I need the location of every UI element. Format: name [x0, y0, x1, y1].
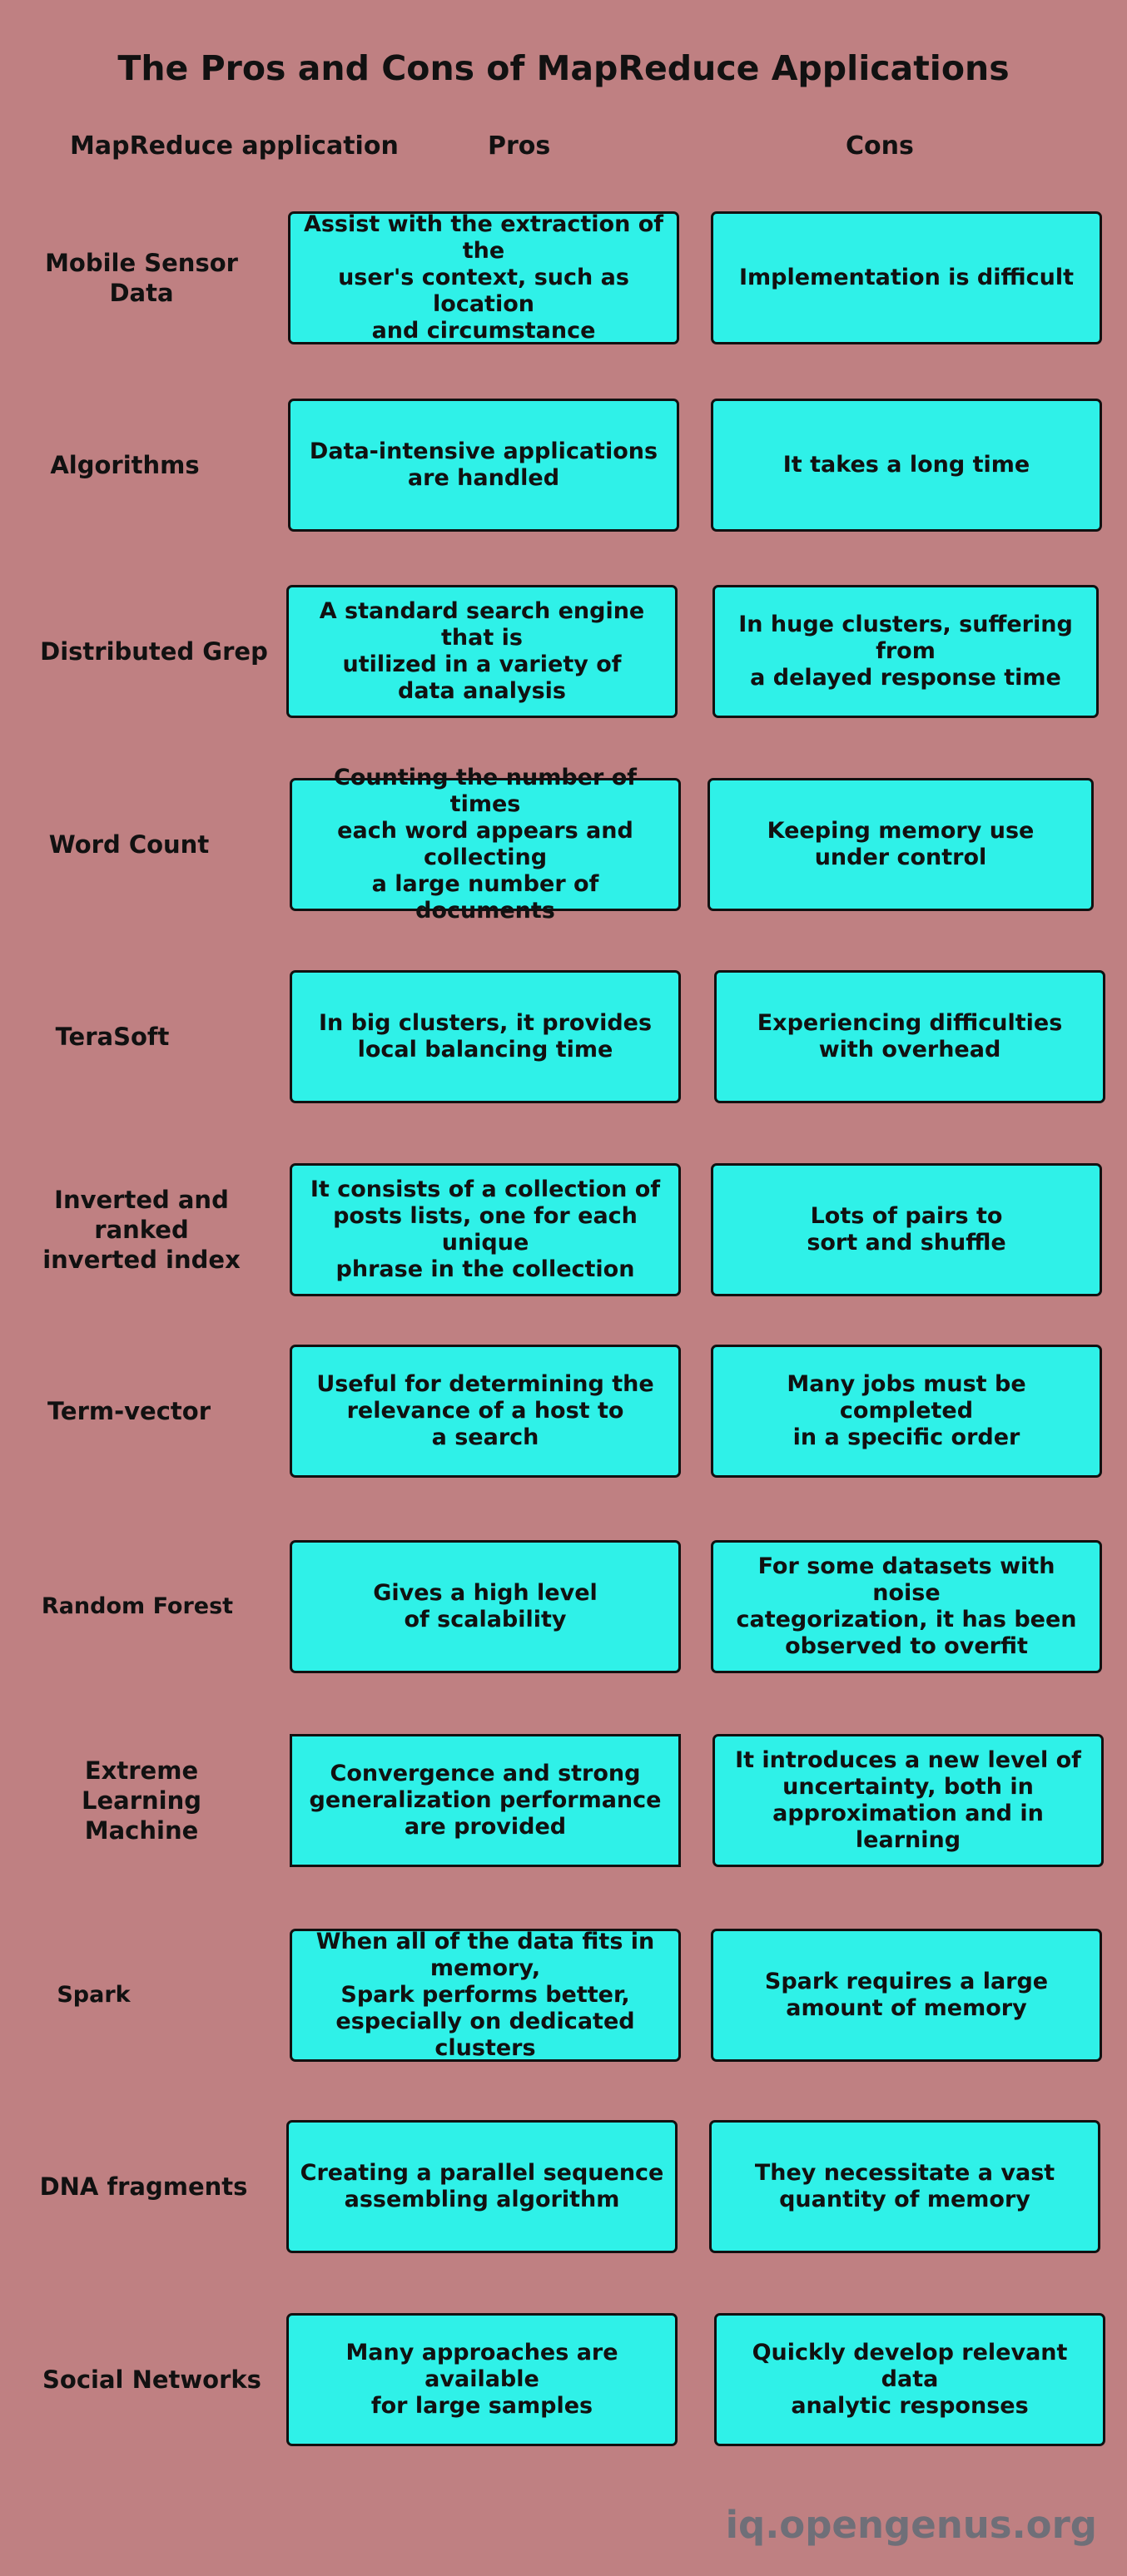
header-cons: Cons [846, 131, 914, 161]
cons-box: Implementation is difficult [711, 211, 1102, 344]
cons-box: Quickly develop relevant data analytic r… [714, 2313, 1105, 2446]
pros-box: Data-intensive applications are handled [288, 399, 679, 532]
pros-box: Assist with the extraction of the user's… [288, 211, 679, 344]
cons-box: It introduces a new level of uncertainty… [712, 1734, 1104, 1867]
row-label: Inverted and ranked inverted index [42, 1186, 241, 1274]
pros-box: Useful for determining the relevance of … [290, 1345, 681, 1478]
watermark: iq.opengenus.org [725, 2503, 1097, 2547]
row-label: Algorithms [50, 451, 200, 479]
header-application: MapReduce application [70, 131, 399, 161]
page-title: The Pros and Cons of MapReduce Applicati… [117, 48, 1010, 88]
header-pros: Pros [488, 131, 551, 161]
pros-box: It consists of a collection of posts lis… [290, 1163, 681, 1296]
row-label: Extreme Learning Machine [81, 1756, 201, 1845]
pros-box: In big clusters, it provides local balan… [290, 970, 681, 1103]
row-label: Distributed Grep [40, 637, 268, 666]
row-label: Mobile Sensor Data [45, 249, 238, 307]
cons-box: Lots of pairs to sort and shuffle [711, 1163, 1102, 1296]
pros-box: Many approaches are available for large … [286, 2313, 678, 2446]
row-label: Word Count [48, 830, 210, 859]
cons-box: For some datasets with noise categorizat… [711, 1540, 1102, 1673]
pros-box: When all of the data fits in memory, Spa… [290, 1929, 681, 2062]
pros-box: A standard search engine that is utilize… [286, 585, 678, 718]
pros-box: Counting the number of times each word a… [290, 765, 681, 924]
row-label: TeraSoft [55, 1023, 170, 1051]
cons-box: Keeping memory use under control [707, 778, 1094, 911]
pros-box: Convergence and strong generalization pe… [290, 1734, 681, 1867]
cons-box: Spark requires a large amount of memory [711, 1929, 1102, 2062]
row-label: Spark [57, 1982, 131, 2008]
cons-box: They necessitate a vast quantity of memo… [709, 2120, 1100, 2253]
cons-box: It takes a long time [711, 399, 1102, 532]
cons-box: Many jobs must be completed in a specifi… [711, 1345, 1102, 1478]
row-label: DNA fragments [39, 2172, 248, 2201]
row-label: Social Networks [42, 2365, 261, 2394]
cons-box: Experiencing difficulties with overhead [714, 970, 1105, 1103]
cons-box: In huge clusters, suffering from a delay… [712, 585, 1099, 718]
row-label: Random Forest [41, 1593, 234, 1619]
pros-box: Gives a high level of scalability [290, 1540, 681, 1673]
row-label: Term-vector [47, 1397, 211, 1425]
pros-box: Creating a parallel sequence assembling … [286, 2120, 678, 2253]
